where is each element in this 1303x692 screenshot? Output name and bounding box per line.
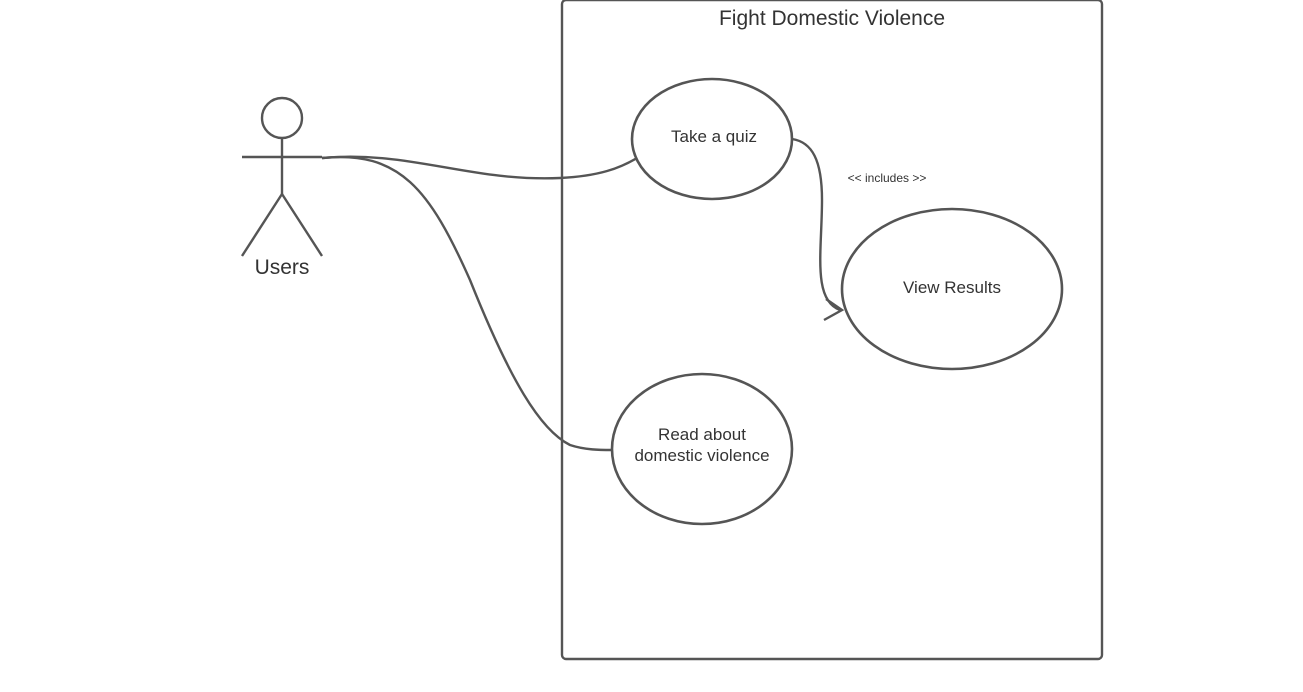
use-case-view-results: View Results [840,207,1064,371]
actor-users: Users [240,96,324,279]
use-case-read-about-label-line2: domestic violence [634,446,769,465]
association-line-read-about [321,155,613,452]
actor-right-leg [280,193,324,257]
include-arrowhead [823,298,845,322]
system-boundary [560,0,1104,661]
includes-label: << includes >> [848,171,927,185]
use-case-view-results-label: View Results [903,278,1001,297]
include-relationship-line [791,137,841,312]
use-case-take-quiz: Take a quiz [630,77,794,201]
use-case-view-results-ellipse [840,207,1064,371]
actor-head [260,96,304,140]
use-case-take-quiz-ellipse [630,77,794,201]
system-title: Fight Domestic Violence [719,7,945,30]
use-case-read-about-label-line1: Read about [658,425,746,444]
use-case-take-quiz-label: Take a quiz [671,127,757,146]
actor-label: Users [255,256,310,279]
actor-left-leg [240,193,284,257]
use-case-read-about-ellipse [610,372,794,526]
association-line-take-quiz [321,155,638,180]
use-case-read-about: Read about domestic violence [610,372,794,526]
